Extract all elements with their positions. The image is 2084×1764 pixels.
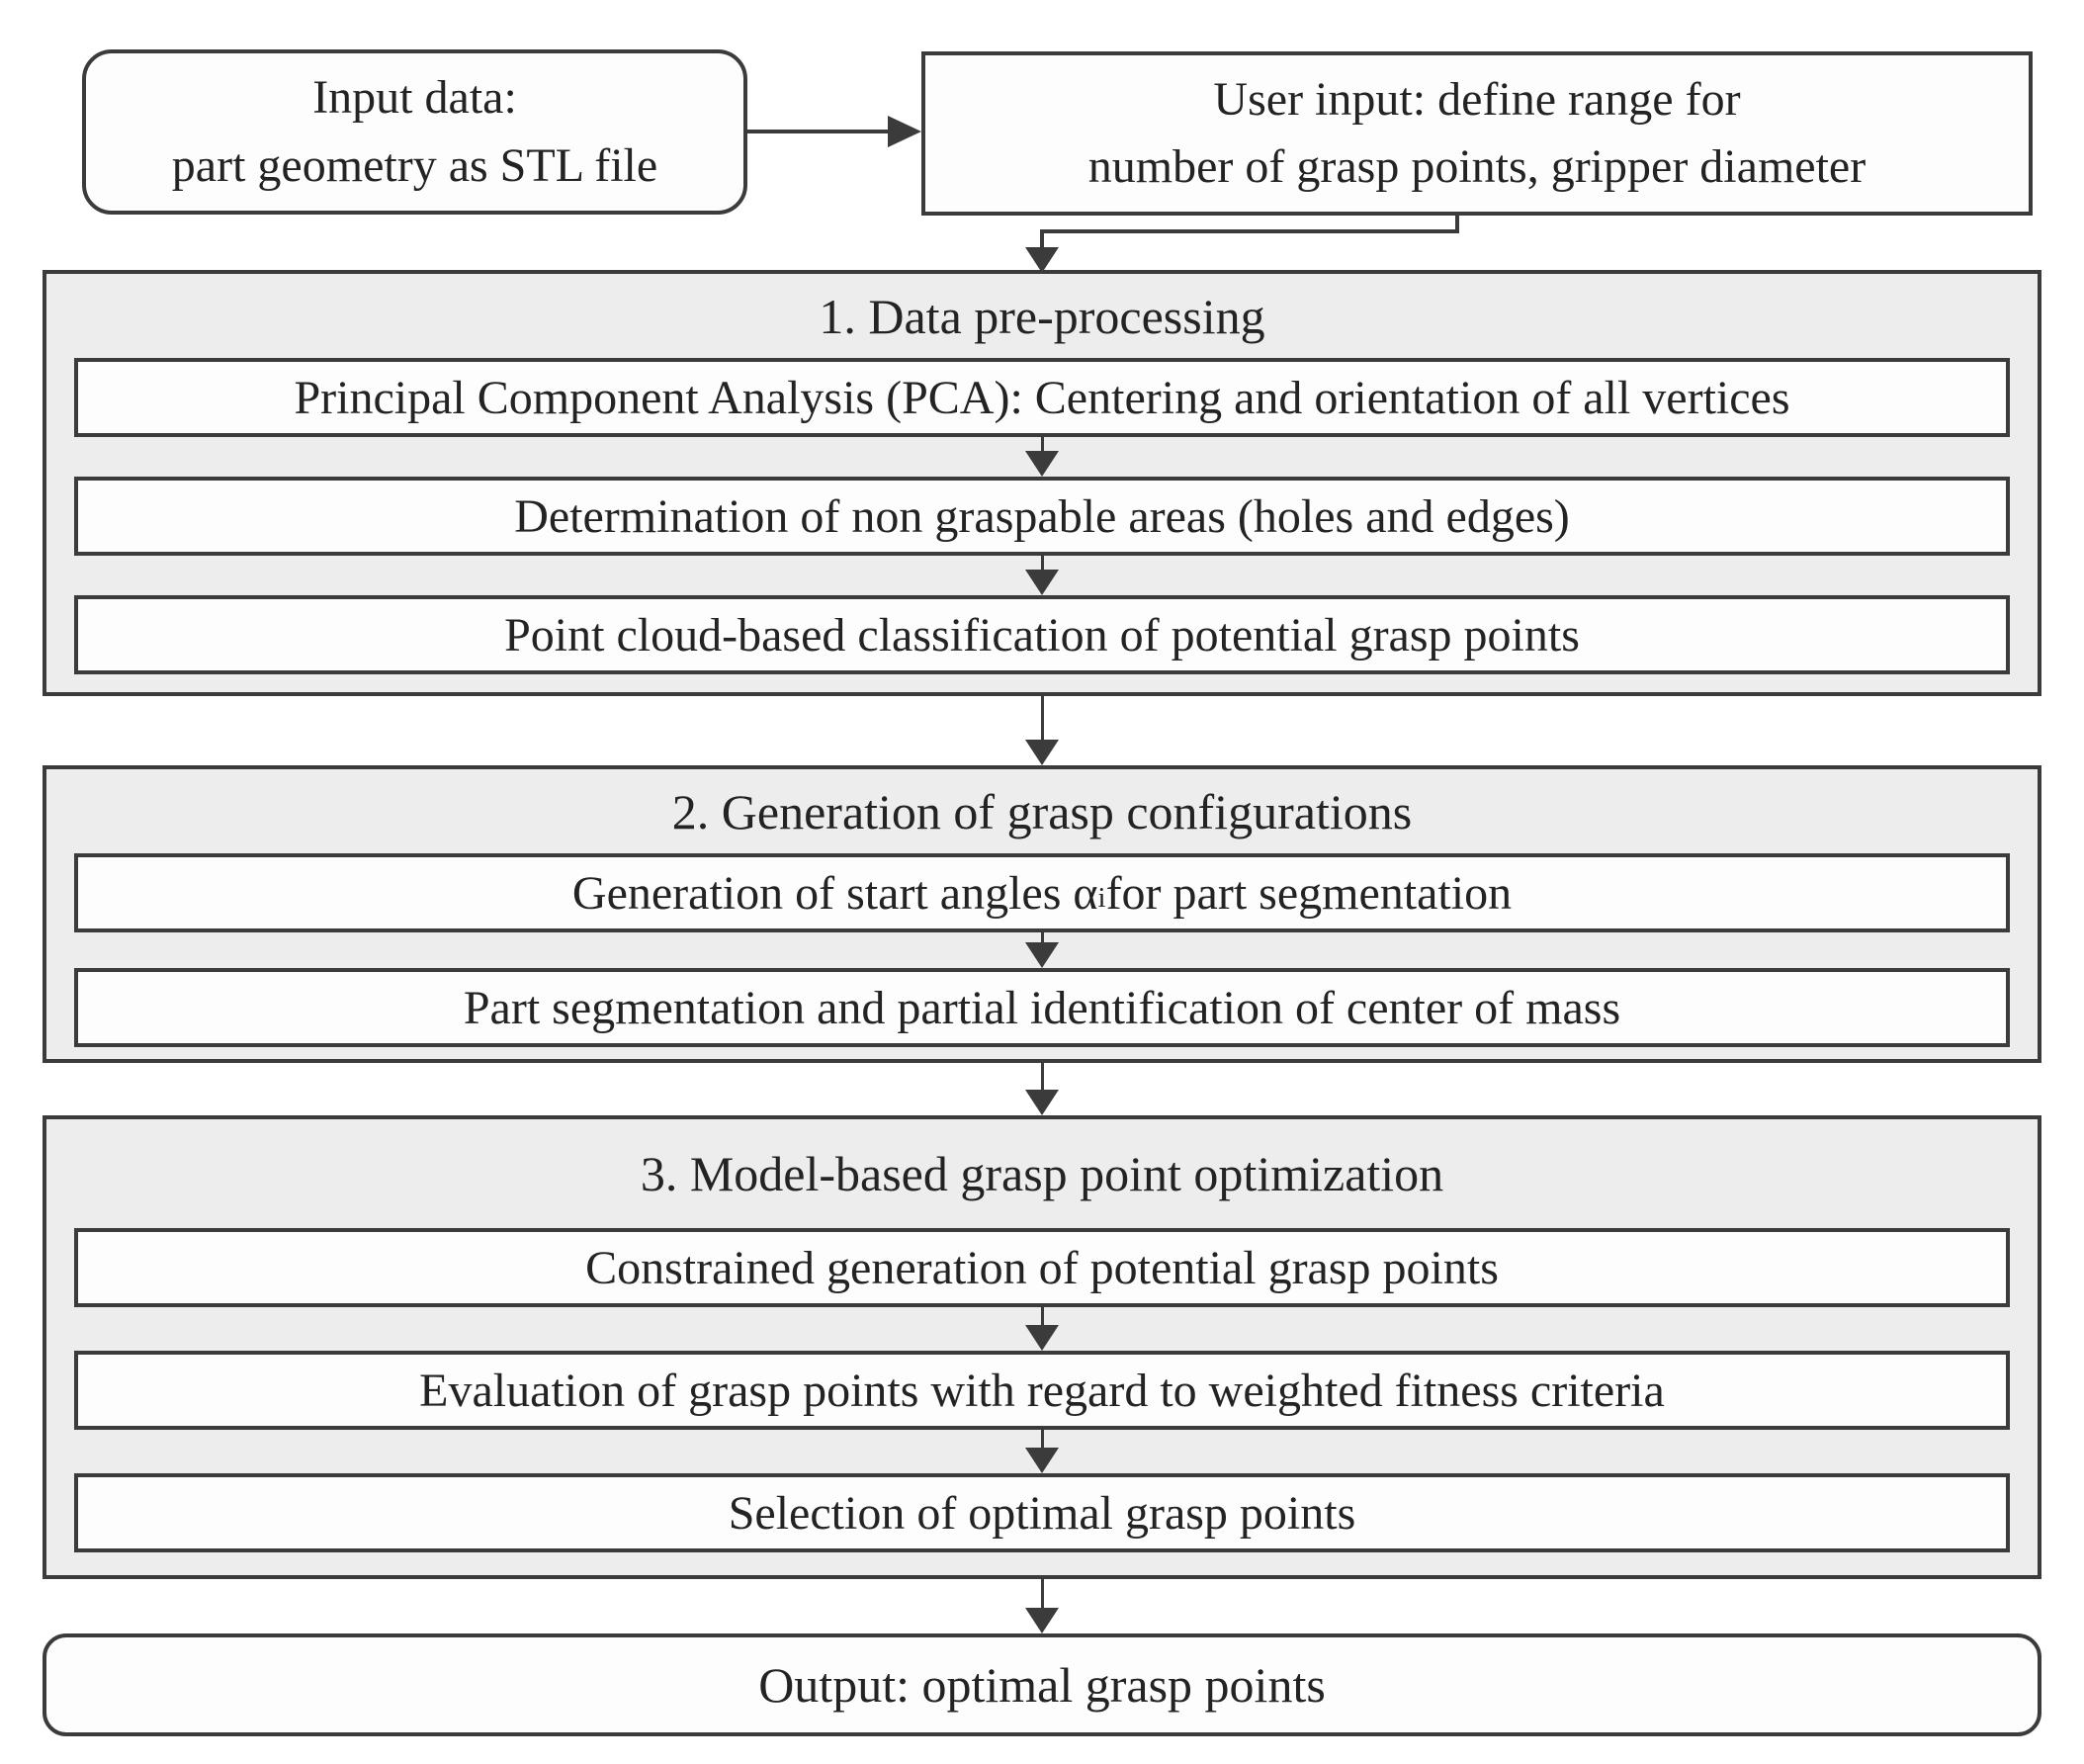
elbow-connector-horizontal	[1040, 229, 1459, 233]
arrow-head-icon	[1025, 942, 1059, 968]
arrow-down-icon	[74, 932, 2010, 968]
arrow-head-icon	[1025, 1325, 1059, 1351]
user-input-line1: User input: define range for	[1213, 72, 1741, 126]
step-constrained-generation-label: Constrained generation of potential gras…	[585, 1241, 1499, 1294]
section-grasp-configurations: 2. Generation of grasp configurations Ge…	[43, 765, 2041, 1063]
step-selection-optimal: Selection of optimal grasp points	[74, 1473, 2010, 1552]
arrow-line	[1040, 437, 1044, 451]
step-start-angles-label-pre: Generation of start angles α	[571, 866, 1098, 920]
step-part-segmentation-label: Part segmentation and partial identifica…	[463, 981, 1621, 1034]
arrow-down-icon	[74, 1430, 2010, 1473]
arrow-head-icon	[1025, 1608, 1059, 1633]
section-grasp-point-optimization: 3. Model-based grasp point optimization …	[43, 1115, 2041, 1579]
step-part-segmentation: Part segmentation and partial identifica…	[74, 968, 2010, 1047]
elbow-connector-stub	[1455, 216, 1459, 233]
step-evaluation-fitness: Evaluation of grasp points with regard t…	[74, 1351, 2010, 1430]
arrow-line	[1040, 556, 1044, 570]
output-box: Output: optimal grasp points	[43, 1633, 2041, 1736]
arrow-head-icon	[1025, 1090, 1059, 1115]
section-2-title: 2. Generation of grasp configurations	[671, 783, 1413, 839]
arrow-down-icon	[1025, 247, 1059, 273]
arrow-down-icon	[1025, 696, 1059, 765]
arrow-head-icon	[1025, 1448, 1059, 1473]
arrow-line	[1040, 1063, 1044, 1090]
elbow-connector-vertical	[1040, 229, 1044, 251]
step-start-angles-label-post: for part segmentation	[1105, 866, 1513, 920]
user-input-box: User input: define range for number of g…	[921, 51, 2033, 216]
step-non-graspable-areas: Determination of non graspable areas (ho…	[74, 477, 2010, 556]
step-non-graspable-areas-label: Determination of non graspable areas (ho…	[514, 489, 1570, 543]
input-data-line1: Input data:	[312, 71, 517, 125]
arrow-head-icon	[1025, 451, 1059, 477]
input-data-box: Input data: part geometry as STL file	[82, 49, 747, 215]
user-input-line2: number of grasp points, gripper diameter	[1087, 140, 1867, 193]
step-selection-optimal-label: Selection of optimal grasp points	[728, 1486, 1356, 1540]
step-point-cloud-classification: Point cloud-based classification of pote…	[74, 595, 2010, 674]
arrow-down-icon	[1025, 1579, 1059, 1633]
output-label: Output: optimal grasp points	[758, 1657, 1326, 1713]
arrow-line	[1040, 696, 1044, 740]
input-data-line2: part geometry as STL file	[171, 138, 658, 192]
section-3-title: 3. Model-based grasp point optimization	[640, 1146, 1444, 1201]
arrow-down-icon	[1025, 1063, 1059, 1115]
section-data-pre-processing: 1. Data pre-processing Principal Compone…	[43, 270, 2041, 696]
arrow-head-icon	[1025, 740, 1059, 765]
arrow-line	[747, 130, 888, 133]
arrow-line	[1040, 1307, 1044, 1325]
step-point-cloud-classification-label: Point cloud-based classification of pote…	[504, 608, 1580, 662]
arrow-right-icon	[747, 116, 921, 147]
section-1-title: 1. Data pre-processing	[819, 288, 1265, 344]
step-constrained-generation: Constrained generation of potential gras…	[74, 1228, 2010, 1307]
arrow-line	[1040, 932, 1044, 942]
arrow-down-icon	[74, 1307, 2010, 1351]
arrow-head-icon	[1025, 570, 1059, 595]
arrow-line	[1040, 1430, 1044, 1448]
arrow-line	[1040, 1579, 1044, 1608]
step-pca: Principal Component Analysis (PCA): Cent…	[74, 358, 2010, 437]
step-evaluation-fitness-label: Evaluation of grasp points with regard t…	[419, 1364, 1665, 1417]
arrow-head-icon	[888, 116, 921, 147]
step-pca-label: Principal Component Analysis (PCA): Cent…	[294, 371, 1790, 424]
arrow-down-icon	[74, 437, 2010, 477]
arrow-down-icon	[74, 556, 2010, 595]
